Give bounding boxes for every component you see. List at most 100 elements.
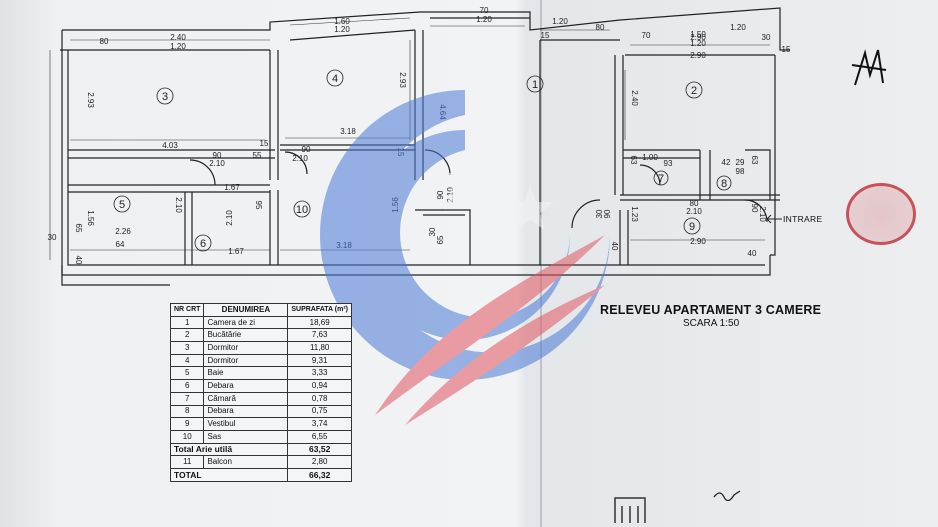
dimension-label: 1.23 xyxy=(630,206,639,222)
entry-arrow-icon xyxy=(766,214,782,224)
dimension-label: 1.20 xyxy=(690,39,706,48)
dimension-label: 2.10 xyxy=(758,206,767,222)
dimension-label: 1.00 xyxy=(642,153,658,162)
row-nr: 11 xyxy=(169,455,205,469)
dimension-label: 15 xyxy=(260,139,269,148)
dimension-label: 3.18 xyxy=(340,127,356,136)
dimension-label: 98 xyxy=(736,167,745,176)
dimension-label: 2.93 xyxy=(86,92,95,108)
dimension-label: 29 xyxy=(736,158,745,167)
room-number: 1 xyxy=(532,79,538,91)
dimension-label: 1.56 xyxy=(86,210,95,226)
dimension-label: 40 xyxy=(610,242,619,251)
row-nr: 1 xyxy=(169,315,205,330)
dimension-label: 70 xyxy=(642,31,651,40)
row-area: 2,80 xyxy=(287,455,352,469)
row-name: Sas xyxy=(203,429,289,444)
dimension-label: 15 xyxy=(396,148,405,157)
dimension-label: 80 xyxy=(596,23,605,32)
row-nr: 7 xyxy=(169,391,205,406)
dimension-label: 2.40 xyxy=(170,33,186,42)
subtotal-label: Total Arie utilă xyxy=(169,442,289,457)
row-nr: 3 xyxy=(169,341,205,355)
dimension-label: 65 xyxy=(436,235,445,244)
row-area: 6,55 xyxy=(287,429,352,444)
dimension-label: 90 xyxy=(302,145,311,154)
row-name: Balcon xyxy=(203,455,289,469)
room-number: 3 xyxy=(162,91,168,103)
dimension-label: 63 xyxy=(750,156,759,165)
dimension-label: 70 xyxy=(480,6,489,15)
row-name: Debara xyxy=(203,404,289,419)
room-number: 2 xyxy=(691,85,697,97)
dimension-label: 15 xyxy=(782,45,791,54)
header-area: SUPRAFATA (m²) xyxy=(287,303,352,317)
dimension-label: 80 xyxy=(690,199,699,208)
dimension-label: 1.67 xyxy=(224,183,240,192)
total-area: 66,32 xyxy=(287,467,352,482)
row-nr: 10 xyxy=(169,429,205,444)
row-nr: 9 xyxy=(169,417,205,431)
room-number: 9 xyxy=(689,221,695,233)
dimension-label: 2.10 xyxy=(174,197,183,213)
row-area: 9,31 xyxy=(287,353,352,368)
dimension-label: 2.90 xyxy=(690,237,706,246)
dimension-label: 64 xyxy=(116,240,125,249)
dimension-label: 93 xyxy=(664,159,673,168)
room-number: 7 xyxy=(658,173,664,185)
row-name: Dormitor xyxy=(203,353,289,368)
subtotal-area: 63,52 xyxy=(287,442,352,457)
room-number: 8 xyxy=(721,178,727,190)
dimension-label: 63 xyxy=(629,156,638,165)
row-name: Camera de zi xyxy=(203,315,289,330)
stamp-mark xyxy=(614,497,646,523)
row-area: 18,69 xyxy=(287,315,352,330)
entry-label: INTRARE xyxy=(783,214,823,224)
dimension-label: 1.50 xyxy=(690,30,706,39)
row-area: 0,78 xyxy=(287,391,352,406)
dimension-label: 2.10 xyxy=(686,207,702,216)
dimension-label: 2.90 xyxy=(690,51,706,60)
dimension-label: 95 xyxy=(254,201,263,210)
room-number: 5 xyxy=(119,199,125,211)
dimension-label: 2.40 xyxy=(630,90,639,106)
row-name: Baie xyxy=(203,366,289,381)
dimension-label: 2.10 xyxy=(292,154,308,163)
room-number: 4 xyxy=(332,73,338,85)
dimension-label: 65 xyxy=(74,224,83,233)
row-area: 0,94 xyxy=(287,379,352,393)
dimension-label: 2.10 xyxy=(446,187,455,203)
row-area: 7,63 xyxy=(287,328,352,343)
dimension-label: 3.18 xyxy=(336,241,352,250)
row-nr: 6 xyxy=(169,379,205,393)
row-name: Bucătărie xyxy=(203,328,289,343)
dimension-label: 2.10 xyxy=(225,210,234,226)
dimension-label: 1.20 xyxy=(334,25,350,34)
dimension-label: 2.93 xyxy=(398,72,407,88)
handwritten-signature xyxy=(851,49,887,86)
header-name: DENUMIREA xyxy=(203,303,289,317)
dimension-label: 2.26 xyxy=(115,227,131,236)
row-area: 3,33 xyxy=(287,366,352,381)
scale-label: SCARA 1:50 xyxy=(683,318,740,329)
dimension-label: 1.60 xyxy=(334,17,350,26)
dimension-label: 30 xyxy=(428,227,437,236)
row-area: 3,74 xyxy=(287,417,352,431)
dimension-label: 1.20 xyxy=(476,15,492,24)
dimension-label: 90 xyxy=(603,209,612,218)
dimension-label: 1.20 xyxy=(552,17,568,26)
dimension-label: 1.56 xyxy=(391,197,400,213)
handwritten-initials xyxy=(713,490,741,501)
row-nr: 8 xyxy=(169,404,205,419)
